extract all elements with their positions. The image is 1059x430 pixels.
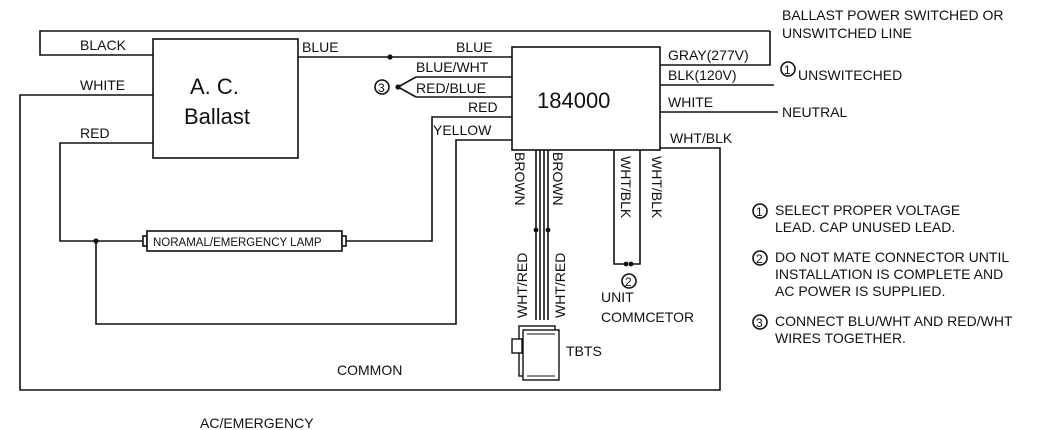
note-2-circle: [752, 250, 768, 266]
brown-dot-2: [545, 227, 551, 233]
blue-junction-dot: [387, 54, 393, 60]
note-1-circle: [752, 203, 768, 219]
note-1-line-2: LEAD. CAP UNUSED LEAD.: [775, 219, 955, 235]
white-right-label: WHITE: [668, 94, 713, 110]
ballast-power-label-1: BALLAST POWER SWITCHED OR: [782, 7, 1003, 23]
red-wire-right: [346, 116, 512, 242]
wht-red-label-1: WHT/RED: [514, 253, 530, 318]
neutral-label: NEUTRAL: [782, 104, 848, 120]
red-wire-left-label: RED: [80, 125, 110, 141]
unit-184000-box: [511, 46, 661, 151]
ballast-label-line1: A. C.: [190, 74, 239, 99]
white-wire-label: WHITE: [80, 77, 125, 93]
tbts-switch: [511, 325, 560, 381]
unit-connector-label-2: COMMCETOR: [601, 309, 694, 325]
wht-blk-v-label-1: WHT/BLK: [618, 156, 634, 219]
lamp-label: NORAMAL/EMERGENCY LAMP: [153, 237, 322, 249]
black-wire-label: BLACK: [80, 37, 127, 53]
ballast-power-label-2: UNSWITCHED LINE: [782, 25, 912, 41]
note-1-line-1: SELECT PROPER VOLTAGE: [775, 202, 960, 218]
wht-red-label-2: WHT/RED: [552, 253, 568, 318]
common-label: COMMON: [337, 362, 402, 378]
marker-3: 3: [378, 81, 385, 95]
wht-blk-right-label: WHT/BLK: [670, 130, 733, 146]
brown-label-1: BROWN: [512, 152, 528, 206]
wht-blk-wire-v1: [613, 150, 626, 265]
marker-1-circle: [780, 61, 796, 77]
connector-dot-left: [623, 261, 629, 267]
ac-ballast-box: [152, 38, 299, 159]
yellow-wire-label: YELLOW: [433, 122, 492, 138]
note-3-num: 3: [756, 316, 763, 330]
note-1: 1 SELECT PROPER VOLTAGE LEAD. CAP UNUSED…: [752, 202, 960, 235]
blue-wire-left-label: BLUE: [302, 39, 339, 55]
note-2-num: 2: [756, 252, 763, 266]
gray-wire-label: GRAY(277V): [668, 47, 749, 63]
marker-3-circle: [374, 79, 390, 95]
lamp-pin-right: [341, 235, 347, 247]
connector-dot-right: [628, 261, 634, 267]
yellow-wire: [95, 139, 512, 325]
unswitched-label: UNSWITECHED: [798, 67, 902, 83]
wire-tie-3: [396, 76, 417, 98]
ballast-label-line2: Ballast: [184, 104, 250, 129]
red-wire-left: [59, 142, 153, 242]
tie-dot-3: [395, 84, 401, 90]
marker-1: 1: [784, 63, 791, 77]
brown-dot-1: [533, 227, 539, 233]
brown-label-2: BROWN: [550, 152, 566, 206]
wht-blk-v-label-2: WHT/BLK: [649, 156, 665, 219]
blue-wht-label: BLUE/WHT: [416, 59, 489, 75]
note-3-circle: [752, 314, 768, 330]
red-wire-right-label: RED: [468, 99, 498, 115]
note-3-line-2: WIRES TOGETHER.: [775, 330, 906, 346]
black-wire: [39, 30, 770, 56]
unit-label: 184000: [537, 88, 610, 113]
unit-connector-label-1: UNIT: [601, 289, 634, 305]
note-1-num: 1: [756, 205, 763, 219]
marker-2-circle: [621, 273, 637, 289]
note-3-line-1: CONNECT BLU/WHT AND RED/WHT: [775, 313, 1013, 329]
note-2: 2 DO NOT MATE CONNECTOR UNTIL INSTALLATI…: [752, 249, 1009, 299]
red-blue-label: RED/BLUE: [416, 80, 486, 96]
note-2-line-2: INSTALLATION IS COMPLETE AND: [775, 266, 1003, 282]
blue-wire-right-label: BLUE: [456, 39, 493, 55]
white-common-wire: [19, 94, 721, 391]
note-2-line-1: DO NOT MATE CONNECTOR UNTIL: [775, 249, 1009, 265]
tbts-label: TBTS: [566, 343, 602, 359]
blk120-wire-label: BLK(120V): [668, 67, 736, 83]
marker-2: 2: [625, 275, 632, 289]
yellow-junction-dot: [93, 238, 99, 244]
note-3: 3 CONNECT BLU/WHT AND RED/WHT WIRES TOGE…: [752, 313, 1013, 346]
note-2-line-3: AC POWER IS SUPPLIED.: [775, 283, 945, 299]
gray-277v-wire: [660, 31, 771, 66]
caption-ac-emergency: AC/EMERGENCY: [200, 415, 314, 430]
